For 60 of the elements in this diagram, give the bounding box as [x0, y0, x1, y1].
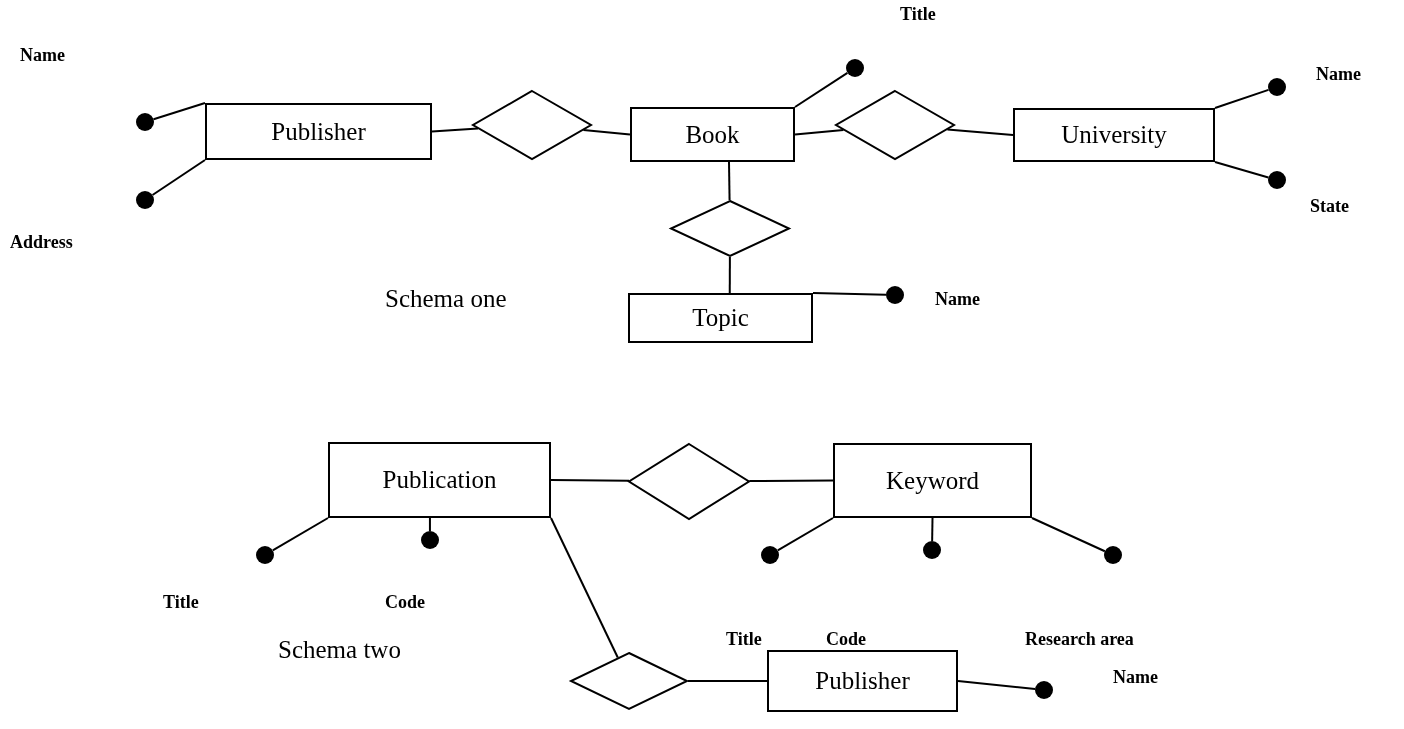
attribute-dot — [136, 113, 154, 131]
attribute-label: Name — [20, 45, 65, 66]
attribute-dot — [136, 191, 154, 209]
entity-box: Keyword — [833, 443, 1032, 518]
attribute-label: Title — [900, 4, 936, 25]
schema-label: Schema one — [385, 285, 507, 313]
connector-line — [428, 517, 431, 532]
attribute-label: Name — [1113, 667, 1158, 688]
schema-label: Schema two — [278, 636, 401, 664]
entity-box: Topic — [628, 293, 813, 343]
connector-line — [687, 680, 768, 682]
connector-line — [582, 129, 631, 136]
connector-line — [748, 479, 834, 483]
connector-line — [931, 517, 934, 542]
entity-box: Publisher — [205, 103, 432, 160]
attribute-label: Name — [1316, 64, 1361, 85]
entity-box: Publisher — [767, 650, 958, 712]
connector-line — [550, 517, 619, 659]
connector-line — [271, 517, 329, 552]
connector-line — [794, 71, 849, 108]
connector-line — [151, 159, 206, 196]
entity-box: University — [1013, 108, 1215, 162]
relationship-diamond — [670, 200, 790, 257]
connector-line — [1214, 161, 1270, 179]
attribute-label: Title — [163, 592, 199, 613]
attribute-dot — [1268, 78, 1286, 96]
attribute-label: Code — [826, 629, 866, 650]
relationship-diamond — [570, 652, 688, 710]
attribute-dot — [256, 546, 274, 564]
attribute-label: Name — [935, 289, 980, 310]
attribute-dot — [886, 286, 904, 304]
connector-line — [957, 680, 1037, 691]
connector-line — [152, 102, 206, 121]
attribute-label: Research area — [1025, 629, 1134, 650]
relationship-diamond — [472, 90, 592, 160]
connector-line — [946, 128, 1014, 136]
attribute-dot — [761, 546, 779, 564]
connector-line — [431, 127, 479, 133]
attribute-label: Address — [10, 232, 73, 253]
connector-line — [728, 255, 731, 294]
attribute-dot — [923, 541, 941, 559]
attribute-dot — [1268, 171, 1286, 189]
relationship-diamond — [628, 443, 750, 520]
entity-box: Book — [630, 107, 795, 162]
attribute-label: Title — [726, 629, 762, 650]
attribute-label: State — [1310, 196, 1349, 217]
relationship-diamond — [835, 90, 955, 160]
connector-line — [550, 479, 631, 482]
attribute-dot — [846, 59, 864, 77]
connector-line — [1031, 517, 1106, 553]
attribute-dot — [421, 531, 439, 549]
entity-box: Publication — [328, 442, 551, 518]
attribute-dot — [1035, 681, 1053, 699]
connector-line — [728, 161, 731, 202]
connector-line — [1214, 88, 1270, 109]
connector-line — [776, 517, 834, 552]
connector-line — [812, 292, 887, 296]
attribute-label: Code — [385, 592, 425, 613]
attribute-dot — [1104, 546, 1122, 564]
connector-line — [794, 128, 845, 136]
